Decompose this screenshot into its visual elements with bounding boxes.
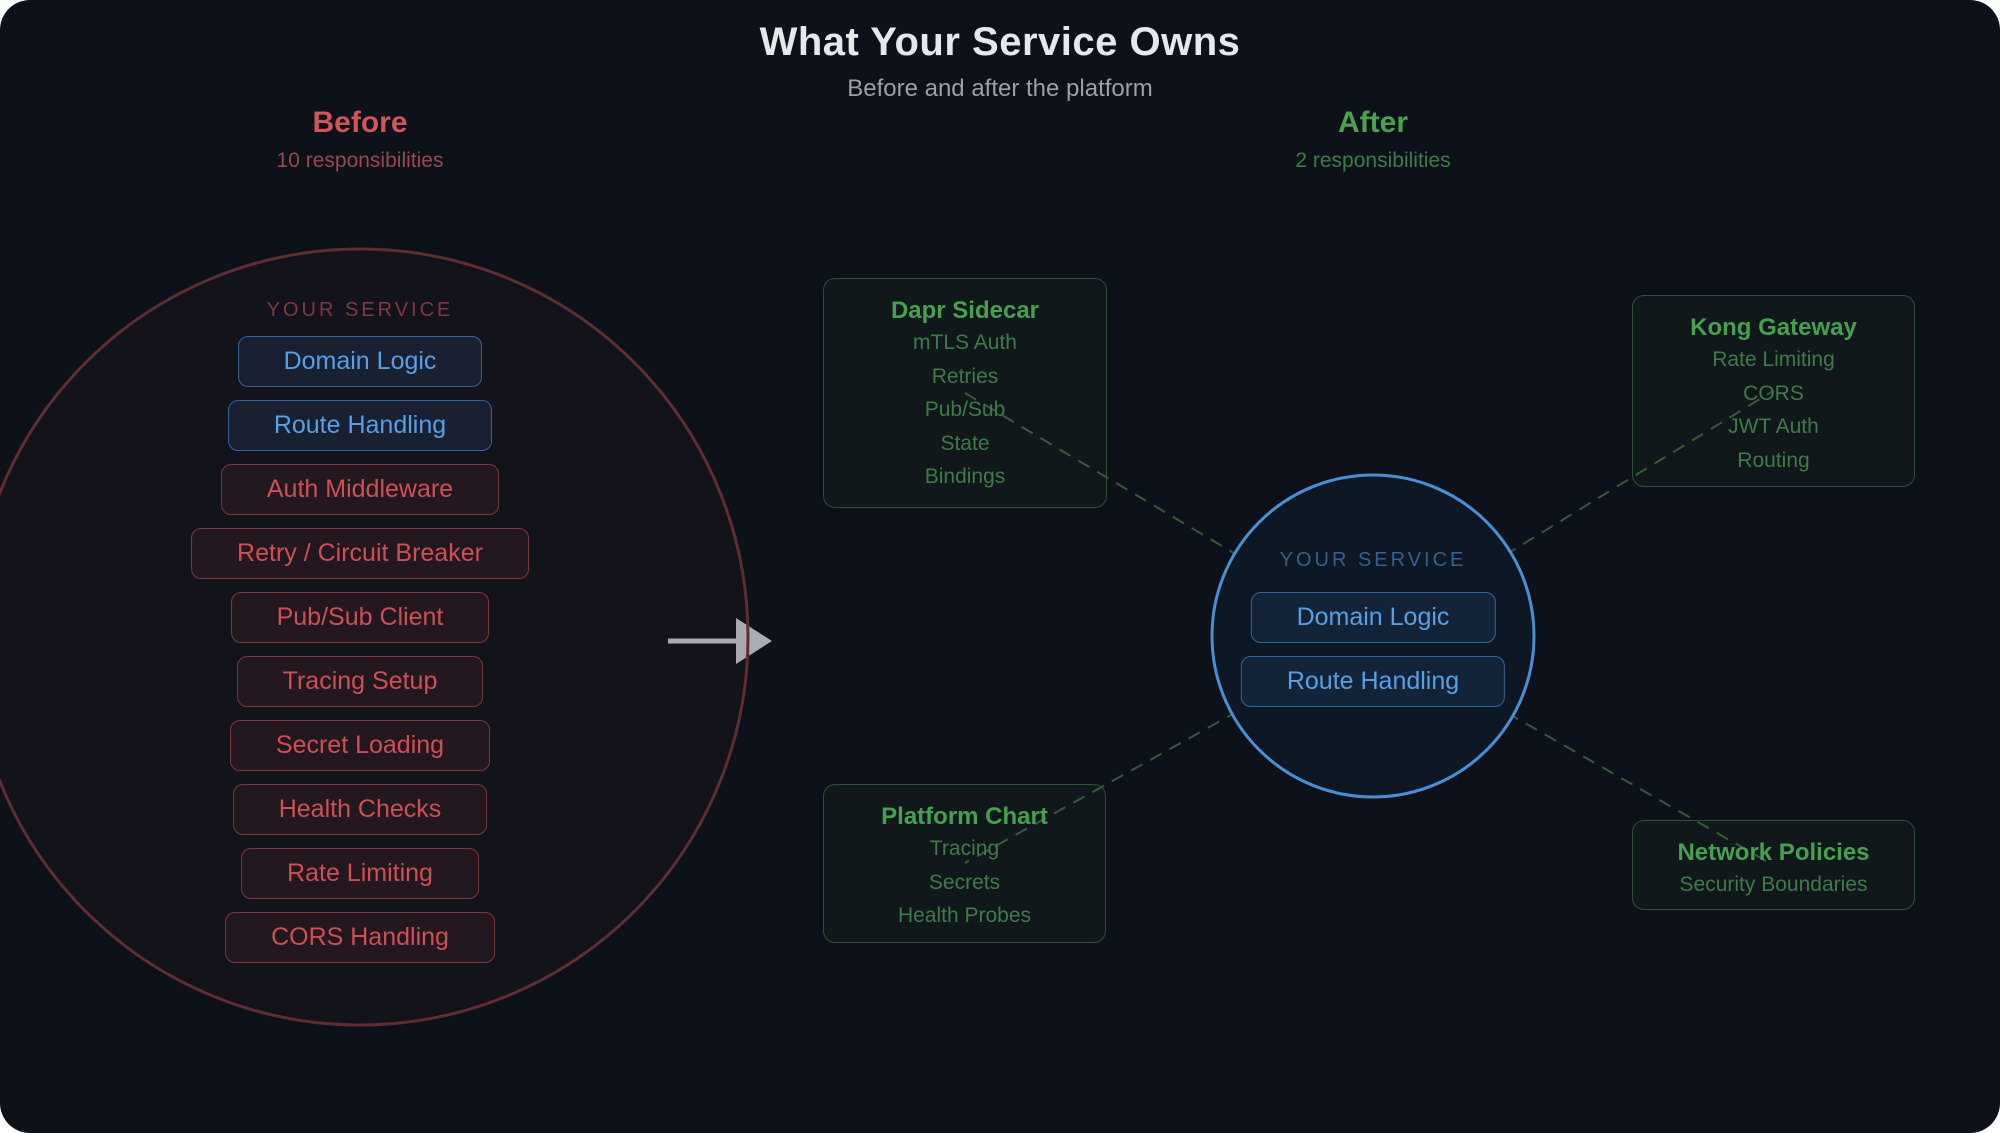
platform-box-item: Tracing bbox=[929, 837, 1000, 860]
platform-box-item: Routing bbox=[1737, 448, 1810, 472]
before-subheading: 10 responsibilities bbox=[276, 149, 444, 172]
after-subheading: 2 responsibilities bbox=[1295, 149, 1451, 172]
platform-box-item: Pub/Sub bbox=[924, 398, 1006, 421]
platform-box-items: Security Boundaries bbox=[1633, 868, 1914, 902]
platform-box-item: JWT Auth bbox=[1728, 415, 1819, 438]
platform-box-title: Network Policies bbox=[1677, 839, 1870, 866]
platform-box-title: Platform Chart bbox=[881, 803, 1048, 830]
before-heading: Before bbox=[312, 106, 408, 139]
before-column-header: Before 10 responsibilities bbox=[277, 106, 444, 173]
responsibility-pill: Domain Logic bbox=[237, 336, 483, 387]
transition-arrow bbox=[668, 618, 772, 664]
after-service-label: YOUR SERVICE bbox=[1279, 549, 1467, 571]
platform-box-item: Rate Limiting bbox=[1712, 348, 1835, 371]
platform-box-item: Secrets bbox=[928, 870, 1001, 894]
platform-box-item: Health Probes bbox=[897, 904, 1032, 927]
after-heading: After bbox=[1337, 106, 1408, 139]
responsibility-pill: Tracing Setup bbox=[236, 656, 484, 707]
after-column-header: After 2 responsibilities bbox=[1295, 106, 1450, 173]
platform-box-title: Kong Gateway bbox=[1690, 314, 1857, 341]
platform-box-title: Dapr Sidecar bbox=[890, 297, 1040, 324]
page-header: What Your Service Owns Before and after … bbox=[0, 20, 2000, 103]
responsibility-pill: Domain Logic bbox=[1250, 592, 1496, 643]
responsibility-pill: Route Handling bbox=[227, 400, 493, 451]
platform-box-item: CORS bbox=[1743, 381, 1804, 405]
platform-box-item: State bbox=[940, 431, 990, 455]
responsibility-pill: Auth Middleware bbox=[220, 464, 500, 515]
responsibility-pill: Health Checks bbox=[232, 784, 488, 835]
platform-box-network-policies: Network Policies Security Boundaries bbox=[1632, 820, 1915, 910]
responsibility-pill: Route Handling bbox=[1240, 656, 1506, 707]
platform-box-item: mTLS Auth bbox=[913, 331, 1017, 354]
responsibility-pill: Secret Loading bbox=[229, 720, 491, 771]
platform-box-item: Security Boundaries bbox=[1679, 873, 1868, 896]
page-subtitle: Before and after the platform bbox=[847, 75, 1153, 102]
responsibility-pill: Retry / Circuit Breaker bbox=[191, 528, 529, 579]
responsibility-pill: Rate Limiting bbox=[241, 848, 479, 899]
platform-box-item: Retries bbox=[931, 364, 999, 388]
page-title: What Your Service Owns bbox=[759, 20, 1241, 64]
responsibility-pill: CORS Handling bbox=[225, 912, 495, 963]
responsibility-pill: Pub/Sub Client bbox=[230, 592, 490, 643]
platform-box-item: Bindings bbox=[924, 465, 1006, 488]
before-service-circle bbox=[0, 247, 750, 1027]
after-service-circle bbox=[1210, 473, 1536, 799]
before-service-label: YOUR SERVICE bbox=[266, 299, 454, 321]
